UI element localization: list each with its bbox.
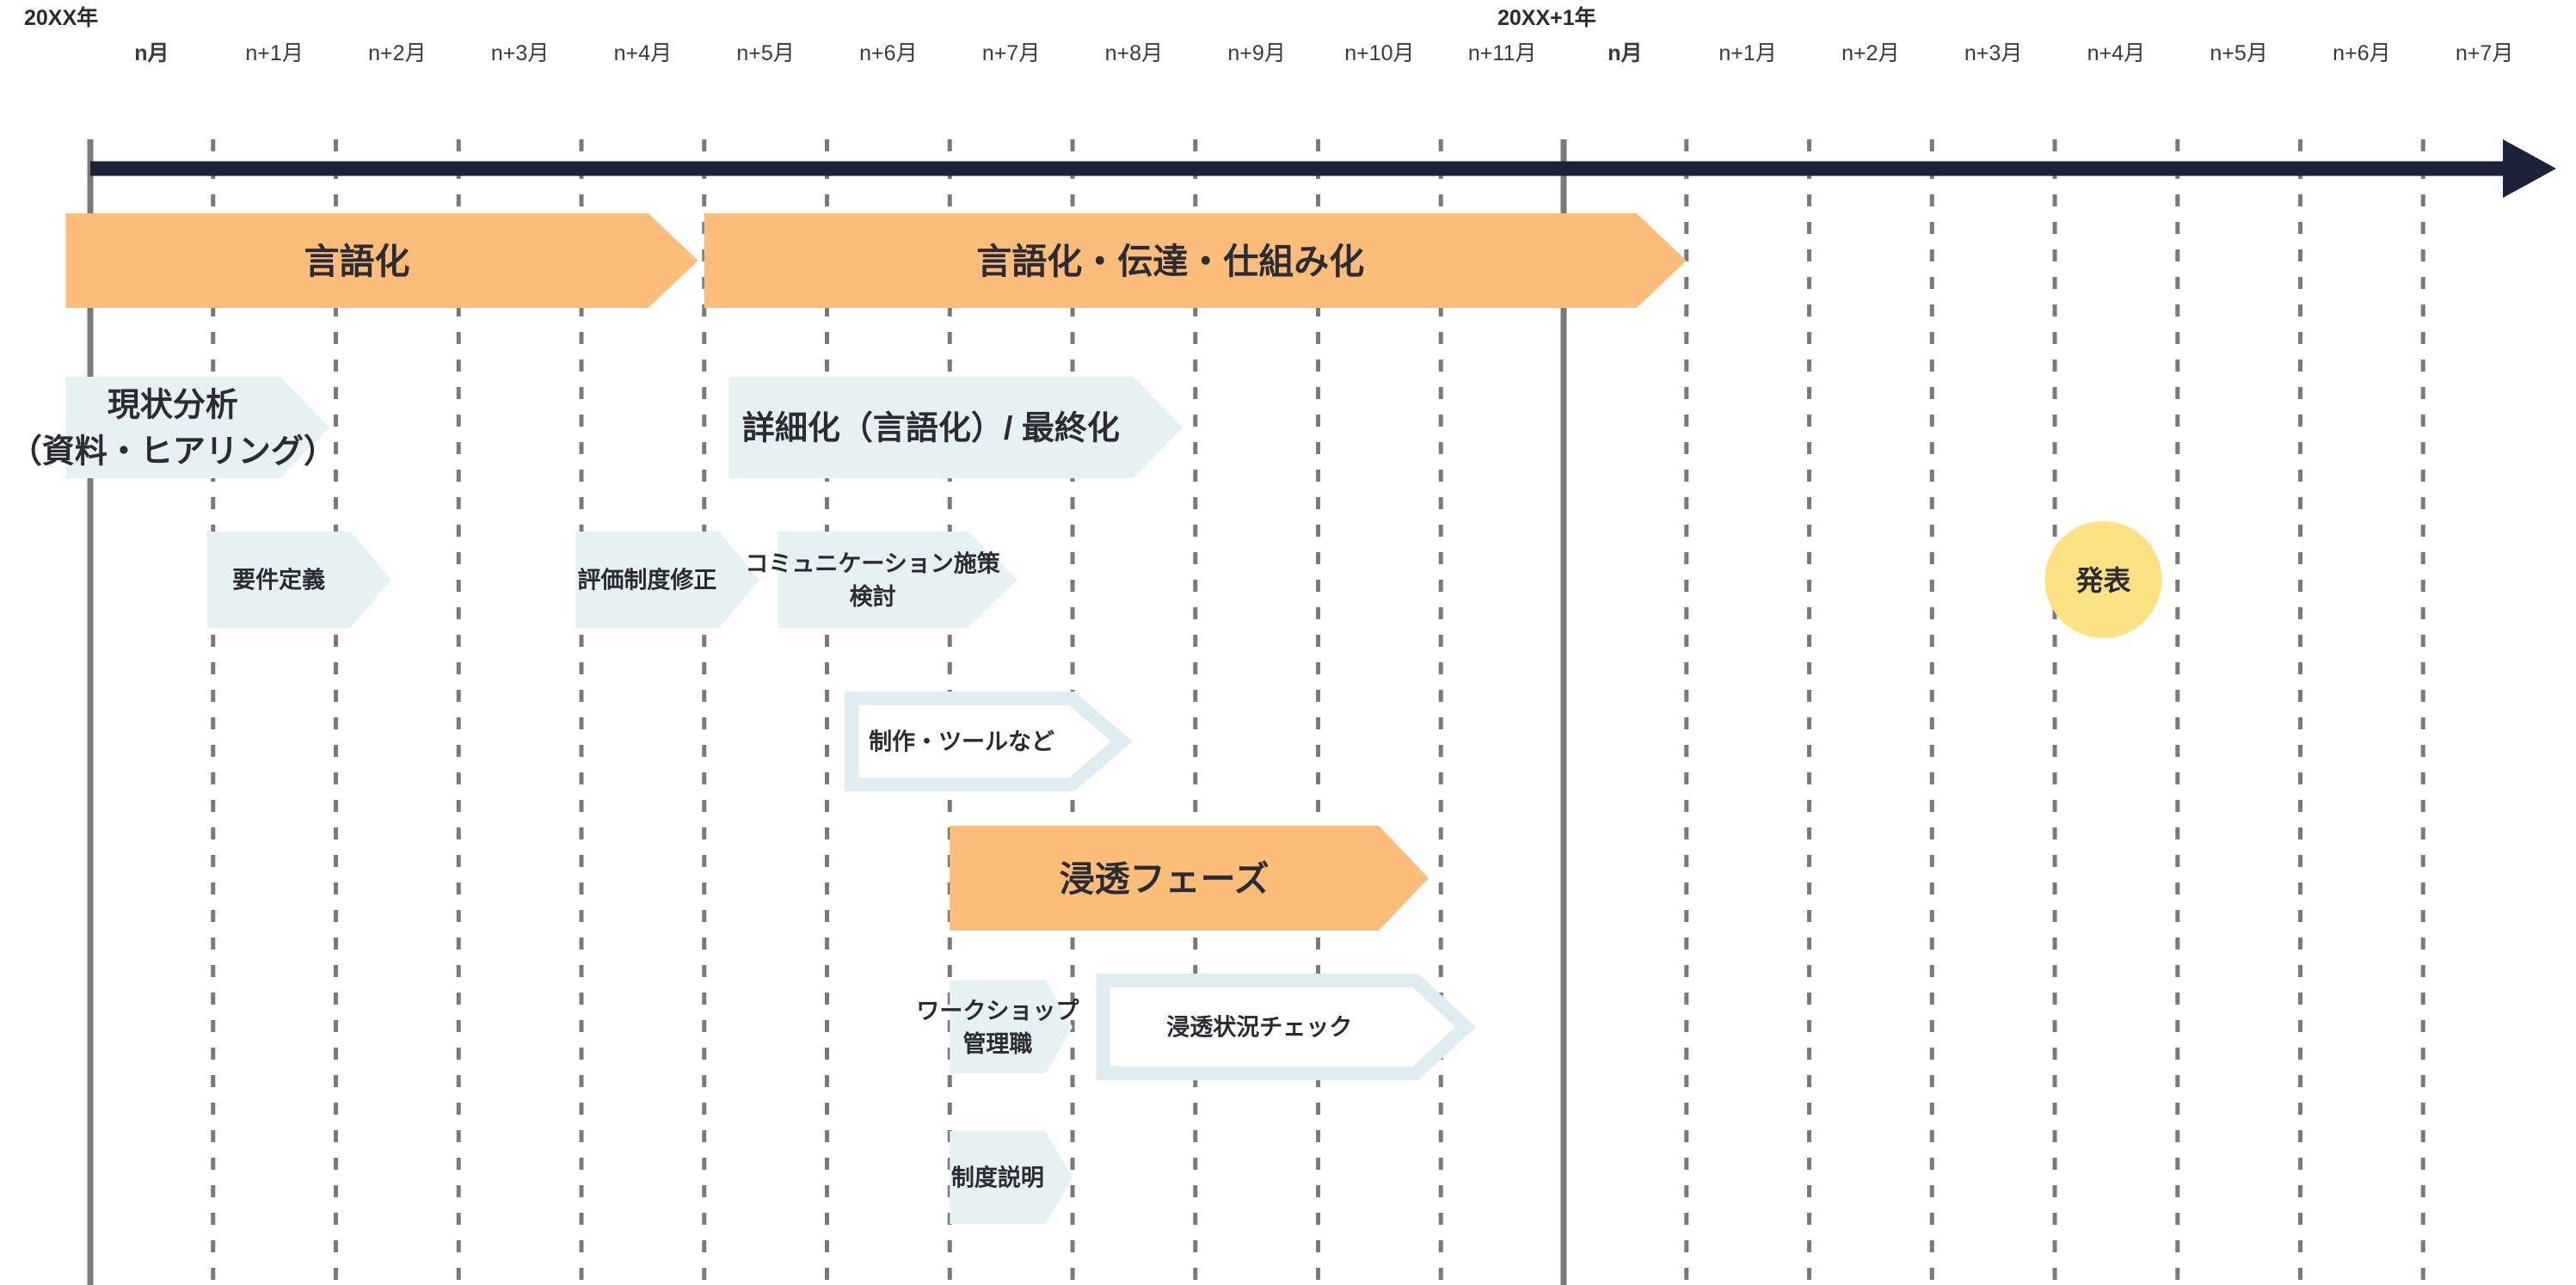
month-tick-label: n+7月 [2456, 41, 2513, 65]
bar-label: （資料・ヒアリング） [9, 434, 336, 470]
month-tick-label: n+1月 [245, 41, 303, 65]
bar-label: 管理職 [962, 1031, 1032, 1057]
month-tick-label: n+7月 [982, 41, 1040, 65]
bar-label: 検討 [850, 583, 896, 610]
bar-label: 現状分析 [108, 388, 238, 424]
phase-bar-shape [950, 826, 1429, 931]
year-label: 20XX年 [24, 5, 98, 30]
milestone-label: 発表 [2075, 565, 2130, 596]
month-tick-label: n+6月 [859, 41, 917, 65]
month-tick-label: n+11月 [1468, 41, 1536, 65]
timeline-bar[interactable]: 言語化・伝達・仕組み化 [704, 213, 1687, 308]
task-bar-shape [729, 377, 1183, 478]
month-tick-label: n月 [1608, 41, 1642, 65]
timeline-bar[interactable]: 詳細化（言語化）/ 最終化 [729, 377, 1183, 478]
month-tick-label: n+5月 [736, 41, 794, 65]
grid-layer [87, 139, 2425, 1285]
timeline-bar[interactable]: 言語化 [65, 213, 698, 308]
task-bar-shape [206, 532, 391, 628]
bar-label: 制度説明 [951, 1165, 1044, 1191]
milestone-circle [2044, 521, 2162, 638]
task-bar-outline-shape [845, 692, 1133, 791]
timeline-bar[interactable]: 制度説明 [950, 1131, 1073, 1224]
milestones-layer: 発表 [2044, 521, 2162, 638]
task-bar-shape [65, 377, 330, 478]
timeline-bar[interactable]: 現状分析 （資料・ヒアリング） [9, 377, 336, 478]
bar-label: 浸透フェーズ [1060, 859, 1270, 899]
timeline-axis-arrowhead [2503, 139, 2556, 198]
phase-bar-shape [704, 213, 1687, 308]
bar-label: 言語化 [304, 242, 410, 281]
bar-label: ワークショップ [916, 999, 1079, 1024]
month-tick-label: n+3月 [1964, 41, 2022, 65]
month-tick-label: n+4月 [2087, 41, 2145, 65]
bar-label: 評価制度修正 [577, 567, 716, 593]
bar-label: 浸透状況チェック [1166, 1015, 1352, 1041]
month-tick-label: n+8月 [1105, 41, 1163, 65]
phase-bar-shape [65, 213, 698, 308]
month-tick-label: n+5月 [2210, 41, 2267, 65]
month-tick-label: n+10月 [1344, 41, 1414, 65]
milestone-marker[interactable]: 発表 [2044, 521, 2162, 638]
timeline-bar[interactable]: 制作・ツールなど [845, 692, 1133, 791]
month-tick-label: n+3月 [491, 41, 549, 65]
task-bar-outline-shape [1096, 974, 1476, 1080]
month-tick-label: n+1月 [1718, 41, 1776, 65]
month-tick-label: n+2月 [1841, 41, 1899, 65]
month-tick-label: n月 [134, 41, 169, 65]
month-tick-label: n+9月 [1227, 41, 1285, 65]
timeline-bar[interactable]: 浸透フェーズ [950, 826, 1429, 931]
axis-layer [90, 139, 2556, 198]
bar-label: 言語化・伝達・仕組み化 [976, 242, 1364, 281]
timeline-bar[interactable]: 要件定義 [206, 532, 391, 628]
year-label: 20XX+1年 [1497, 5, 1596, 30]
month-tick-label: n+2月 [368, 41, 426, 65]
task-bar-shape [950, 1131, 1073, 1224]
task-bar-shape [950, 981, 1073, 1073]
bar-label: 詳細化（言語化）/ 最終化 [742, 411, 1120, 447]
bar-label: 要件定義 [232, 567, 325, 593]
bar-label: コミュニケーション施策 [745, 550, 1000, 577]
month-tick-label: n+4月 [614, 41, 672, 65]
month-tick-label: n+6月 [2333, 41, 2390, 65]
year-labels-layer: 20XX年 20XX+1年 [24, 5, 1596, 30]
month-labels-layer: n月 n+1月 n+2月 n+3月 n+4月 n+5月 n+6月 n+7月 n+8月 n+9月 n+… [134, 41, 2513, 65]
timeline-bar[interactable]: 評価制度修正 [575, 532, 759, 628]
bar-label: 制作・ツールなど [869, 729, 1054, 755]
task-bar-shape [575, 532, 759, 628]
timeline-bar[interactable]: 浸透状況チェック [1096, 974, 1476, 1080]
task-bar-shape [778, 532, 1017, 628]
